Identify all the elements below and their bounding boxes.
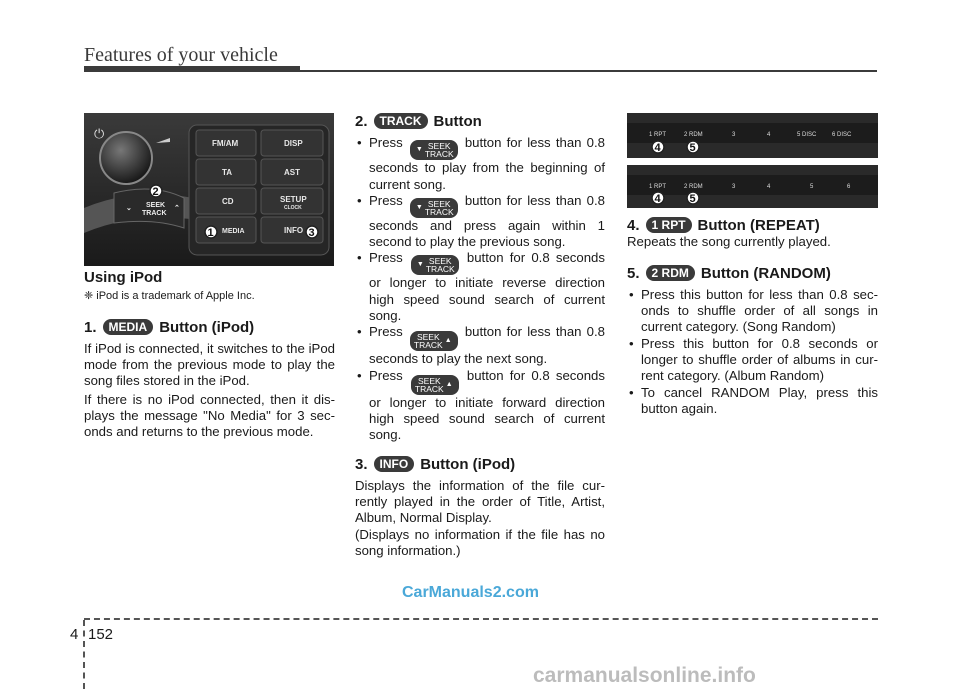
watermark-carmanualsonline: carmanualsonline.info (533, 664, 756, 687)
page-header-title: Features of your vehicle (84, 44, 278, 66)
panel-btn-setup-clock: CLOCK (284, 205, 302, 211)
callout-3: 3 (309, 227, 315, 239)
volume-knob (99, 131, 153, 185)
footer-divider (83, 620, 85, 689)
svg-text:4: 4 (767, 184, 771, 190)
button-strip-top-image: 1 RPT 2 RDM 3 4 5 DISC 6 DISC 4 5 (627, 113, 878, 158)
trademark-note: ❈ iPod is a trademark of Apple Inc. (84, 290, 255, 303)
section-4-para: Repeats the song currently played. (627, 234, 831, 250)
rpt-badge: 1 RPT (645, 217, 692, 233)
svg-text:3: 3 (732, 184, 736, 190)
panel-btn-media: MEDIA (222, 228, 245, 235)
svg-text:2 RDM: 2 RDM (684, 132, 703, 138)
svg-text:⌃: ⌃ (174, 204, 180, 212)
column-1: Using iPod ❈ iPod is a trademark of Appl… (84, 269, 335, 441)
callout-5-top: 5 (690, 142, 696, 154)
random-bullet-1: Press this button for less than 0.8 sec-… (627, 287, 878, 336)
callout-1: 1 (208, 227, 214, 239)
svg-text:6 DISC: 6 DISC (832, 132, 852, 138)
panel-btn-ast: AST (284, 168, 300, 177)
panel-btn-info: INFO (284, 226, 303, 235)
svg-text:2 RDM: 2 RDM (684, 184, 703, 190)
chapter-number: 4 (70, 626, 79, 643)
svg-text:5 DISC: 5 DISC (797, 132, 817, 138)
svg-text:4: 4 (767, 132, 771, 138)
page-number: 152 (88, 626, 114, 643)
callout-5-bottom: 5 (690, 193, 696, 205)
footer-rule (84, 618, 878, 620)
panel-seek-label: SEEK (146, 202, 165, 209)
svg-text:3: 3 (732, 132, 736, 138)
info-badge: INFO (373, 455, 415, 472)
svg-text:⌄: ⌄ (126, 205, 132, 212)
panel-btn-cd: CD (222, 197, 234, 206)
panel-btn-fmam: FM/AM (212, 139, 239, 148)
section-1-para-1: If iPod is connected, it switches to the… (84, 340, 335, 389)
track-badge: TRACK (373, 113, 428, 129)
callout-4-bottom: 4 (655, 193, 662, 205)
header-bar (84, 66, 300, 72)
media-badge: MEDIA (102, 318, 154, 335)
svg-text:1 RPT: 1 RPT (649, 132, 666, 138)
callout-2: 2 (153, 186, 159, 198)
panel-track-label: TRACK (142, 210, 167, 217)
svg-text:6: 6 (847, 184, 851, 190)
panel-btn-setup: SETUP (280, 195, 307, 204)
button-strip-bottom-image: 1 RPT 2 RDM 3 4 5 6 4 5 (627, 165, 878, 208)
random-bullet-3: To cancel RANDOM Play, press this button… (627, 385, 878, 418)
svg-text:⏻: ⏻ (94, 127, 104, 142)
section-1-para-2: If there is no iPod connected, then it d… (84, 391, 335, 440)
svg-text:5: 5 (810, 184, 814, 190)
rdm-badge: 2 RDM (645, 264, 695, 281)
random-bullet-2: Press this button for 0.8 seconds or lon… (627, 336, 878, 385)
panel-btn-disp: DISP (284, 139, 303, 148)
section-3-para-2: (Displays no information if the file has… (355, 526, 605, 559)
audio-panel-image: ⏻ FM/AM DISP TA AST CD SETUP CLOCK MEDIA… (84, 113, 334, 266)
callout-4-top: 4 (655, 142, 662, 154)
watermark-carmanuals2: CarManuals2.com (402, 584, 539, 601)
section-3-para-1: Displays the information of the file cur… (355, 477, 605, 526)
svg-text:1 RPT: 1 RPT (649, 184, 666, 190)
using-ipod-heading: Using iPod (84, 269, 163, 286)
header-rule (300, 70, 877, 72)
panel-btn-ta: TA (222, 168, 232, 177)
